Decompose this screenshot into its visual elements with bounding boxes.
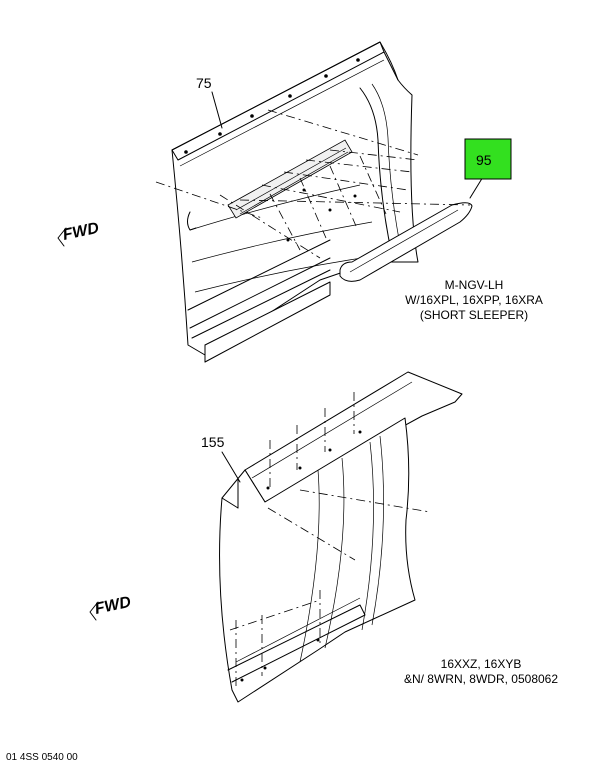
leader-line-75: [211, 91, 223, 129]
upper-panel: [171, 41, 419, 363]
lower-note: 16XXZ, 16XYB &N/ 8WRN, 8WDR, 0508062: [404, 657, 558, 686]
leader-line-155: [221, 451, 241, 483]
fwd-arrow-icon: [89, 601, 99, 621]
lower-dash-lines: [229, 392, 431, 690]
callout-155: 155: [201, 434, 225, 450]
fwd-label-upper: FWD: [61, 220, 101, 244]
upper-dash-lines: [155, 109, 471, 259]
fwd-arrow-icon: [57, 227, 67, 247]
upper-note-line1: M-NGV-LH: [445, 278, 504, 292]
lower-assembly: [219, 371, 463, 703]
callout-95: 95: [476, 152, 492, 168]
fwd-indicator-upper: FWD: [57, 220, 101, 247]
upper-note-line3: (SHORT SLEEPER): [420, 308, 528, 322]
step-part-95: [339, 202, 473, 282]
fwd-label-lower: FWD: [93, 594, 133, 618]
upper-note-line2: W/16XPL, 16XPP, 16XRA: [405, 293, 543, 307]
lower-note-line1: 16XXZ, 16XYB: [441, 657, 522, 671]
lower-panel: [219, 371, 463, 703]
lower-note-line2: &N/ 8WRN, 8WDR, 0508062: [404, 672, 558, 686]
footer-code: 01 4SS 0540 00: [6, 752, 78, 761]
fwd-indicator-lower: FWD: [89, 594, 133, 621]
callout-95-highlight: [464, 138, 512, 180]
callout-75: 75: [196, 75, 212, 91]
upper-assembly: [155, 41, 487, 363]
upper-note: M-NGV-LH W/16XPL, 16XPP, 16XRA (SHORT SL…: [405, 278, 543, 322]
